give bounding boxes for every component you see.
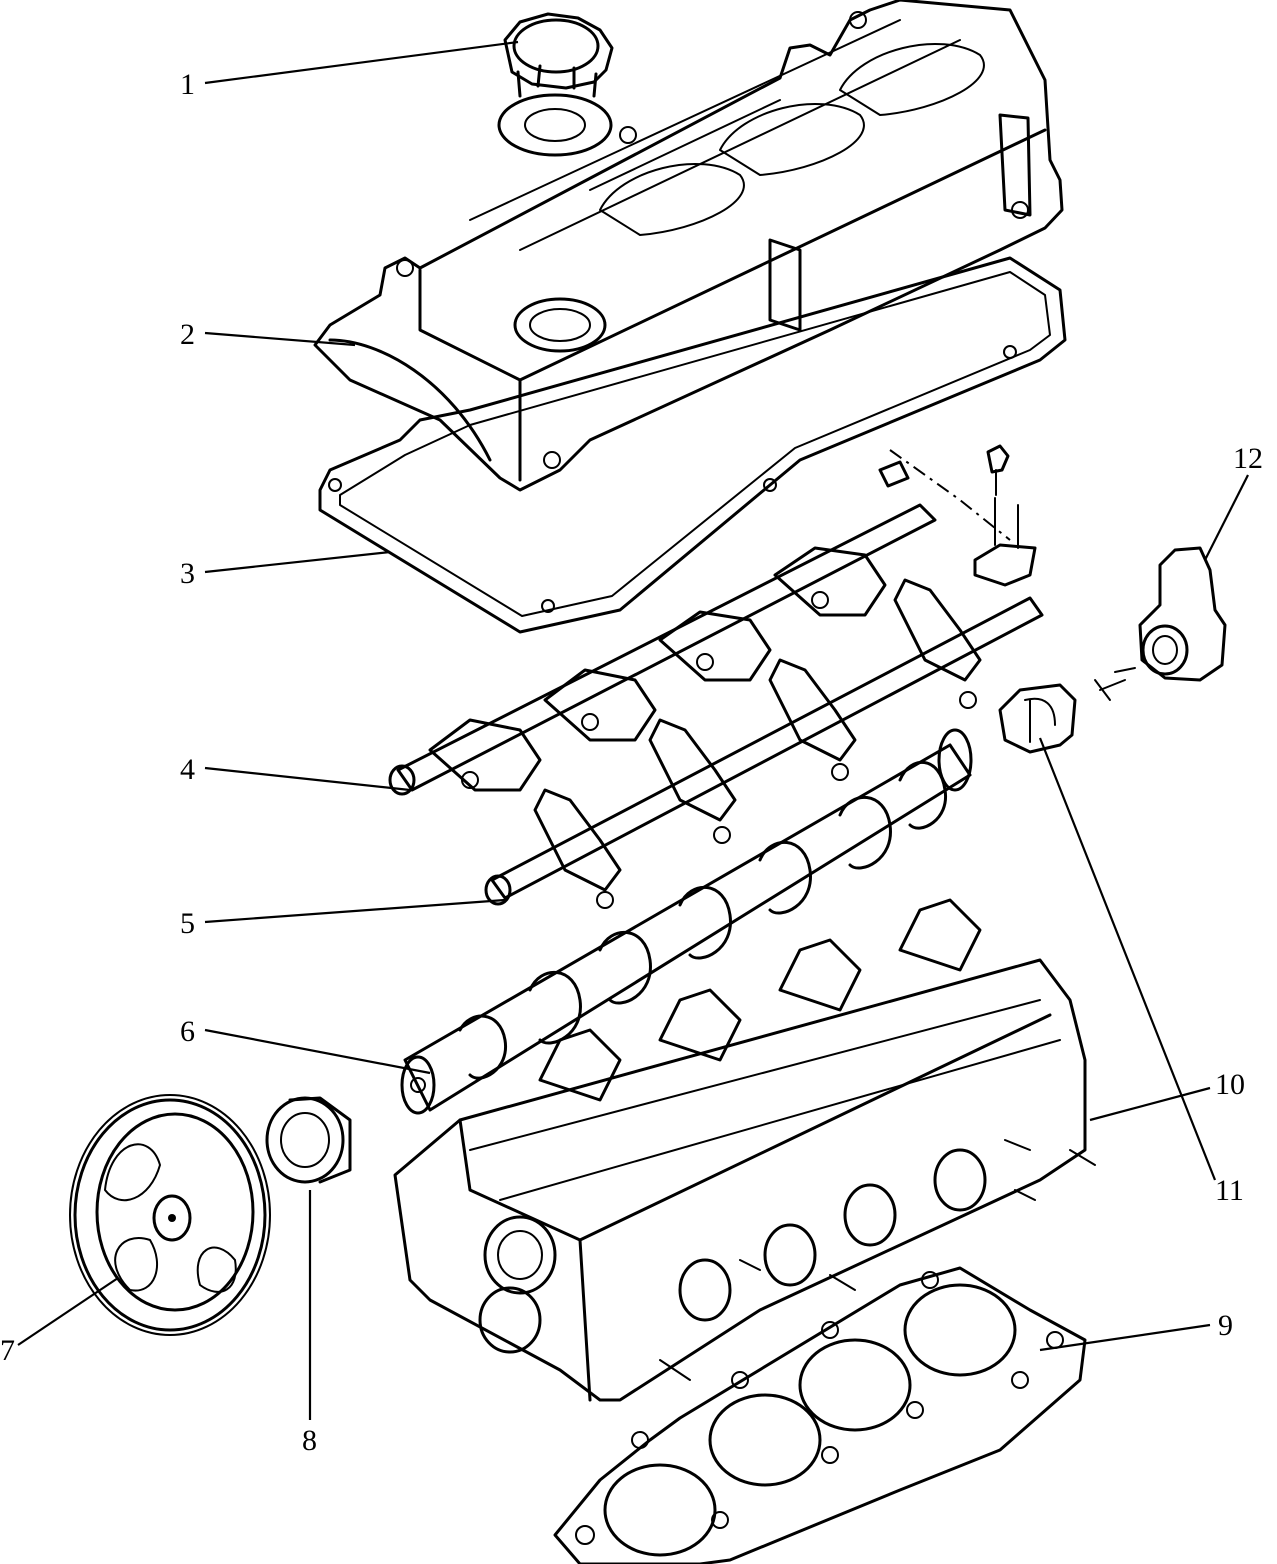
leader-12 [1204,474,1249,561]
callout-1: 1 [180,68,195,101]
leader-7 [17,1277,119,1346]
leader-1 [204,40,519,85]
leader-5 [204,898,506,924]
camshaft-sprocket [69,1094,271,1336]
rocker-arm-shaft-lower [484,578,1044,909]
callout-11: 11 [1215,1174,1244,1207]
leader-3 [204,550,391,574]
leader-11 [1038,737,1217,1181]
cam-bearing-cap-assembly [878,444,1037,587]
callout-8: 8 [302,1424,317,1457]
camshaft-oil-seal [265,1096,352,1184]
callout-7: 7 [0,1334,15,1367]
cylinder-head-gasket [553,1266,1087,1564]
camshaft-bearing-cap [998,683,1077,754]
leader-4 [204,766,411,792]
callout-4: 4 [180,753,195,786]
leader-9 [1039,1323,1211,1352]
leader-6 [204,1028,431,1075]
callout-3: 3 [180,557,195,590]
callout-labels: 1 2 3 4 5 6 7 8 9 10 11 12 [0,68,1263,1457]
valve-cover-gasket [318,256,1067,634]
rocker-arm-shaft-upper [388,503,937,796]
camshaft [400,728,973,1115]
callout-2: 2 [180,318,195,351]
oil-filler-cap [497,12,614,157]
callout-10: 10 [1215,1068,1245,1101]
callout-leaders [17,40,1249,1420]
leader-2 [204,331,356,347]
cylinder-head [393,898,1096,1402]
callout-6: 6 [180,1015,195,1048]
callout-5: 5 [180,907,195,940]
sensor-housing [1094,546,1227,701]
callout-9: 9 [1218,1309,1233,1342]
callout-12: 12 [1233,442,1263,475]
valve-cover [313,0,1064,492]
leader-10 [1089,1086,1211,1122]
